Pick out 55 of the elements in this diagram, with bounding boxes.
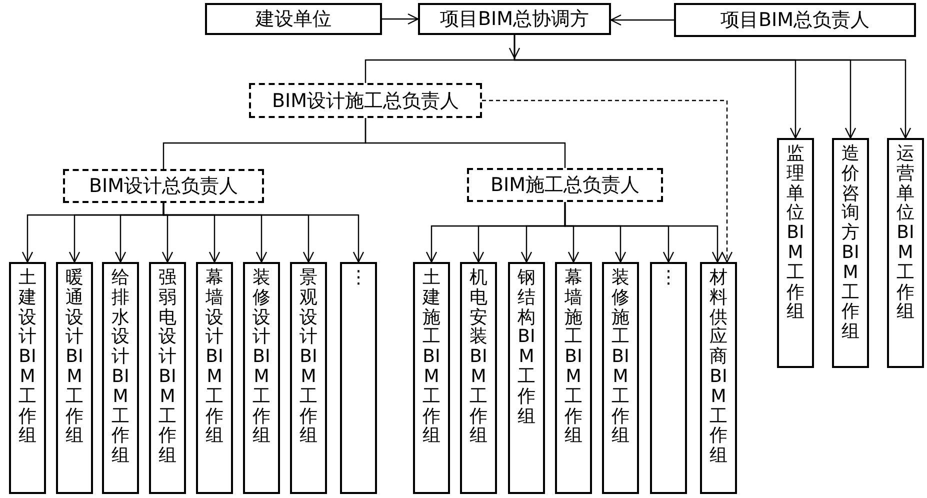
- node-label: 运营单位BIM工作组: [896, 144, 914, 322]
- node-label: 土建施工BIM工作组: [422, 268, 440, 446]
- team-box: [602, 262, 639, 494]
- node-label: ⋮: [350, 268, 368, 288]
- node-label: BIM设计总负责人: [88, 174, 238, 199]
- team-box: [777, 138, 814, 368]
- connector: [564, 202, 724, 263]
- team-box: [887, 138, 924, 368]
- team-box: [340, 262, 377, 494]
- connector: [162, 203, 364, 263]
- node-label: 装修施工BIM工作组: [612, 268, 630, 446]
- team-box: [413, 262, 450, 494]
- node-label: BIM施工总负责人: [490, 173, 640, 198]
- team-box: [149, 262, 186, 494]
- team-box: [832, 138, 869, 368]
- team-box: [700, 262, 737, 494]
- node-label: 监理单位BIM工作组: [786, 144, 804, 322]
- team-box: [196, 262, 233, 494]
- node-label: BIM设计施工总负责人: [272, 88, 460, 114]
- node-label: 土建设计BIM工作组: [18, 268, 36, 446]
- org-box: [205, 3, 382, 35]
- team-box: [9, 262, 46, 494]
- org-box: [418, 3, 611, 35]
- connector: [482, 100, 733, 263]
- node-label: 材料供应商BIM工作组: [710, 268, 728, 466]
- node-label: ⋮: [660, 268, 678, 288]
- team-box: [290, 262, 327, 494]
- node-label: 项目BIM总协调方: [440, 7, 590, 32]
- team-box: [460, 262, 497, 494]
- node-label: 项目BIM总负责人: [720, 8, 870, 33]
- node-label: 装修设计BIM工作组: [252, 268, 270, 446]
- node-label: 机电安装BIM工作组: [470, 268, 488, 446]
- node-label: 幕墙施工BIM工作组: [564, 268, 582, 446]
- node-label: 钢结构BIM工作组: [518, 268, 536, 426]
- node-label: 景观设计BIM工作组: [300, 268, 318, 446]
- connector: [610, 14, 674, 26]
- node-label: 建设单位: [256, 7, 332, 32]
- role-box: [467, 168, 663, 202]
- node-label: 给排水设计BIM工作组: [112, 268, 130, 466]
- node-label: 幕墙设计BIM工作组: [206, 268, 224, 446]
- role-box: [249, 83, 482, 118]
- connector: [364, 59, 514, 83]
- team-box: [102, 262, 139, 494]
- team-box: [650, 262, 687, 494]
- node-label: 强弱电设计BIM工作组: [158, 268, 176, 466]
- team-box: [243, 262, 280, 494]
- team-box: [56, 262, 93, 494]
- team-box: [508, 262, 545, 494]
- team-box: [555, 262, 592, 494]
- node-label: 暖通设计BIM工作组: [66, 268, 84, 446]
- role-box: [63, 169, 264, 203]
- connector: [382, 13, 419, 25]
- org-box: [674, 3, 916, 37]
- connector: [364, 118, 566, 168]
- node-label: 造价咨询方BIM工作组: [842, 144, 860, 342]
